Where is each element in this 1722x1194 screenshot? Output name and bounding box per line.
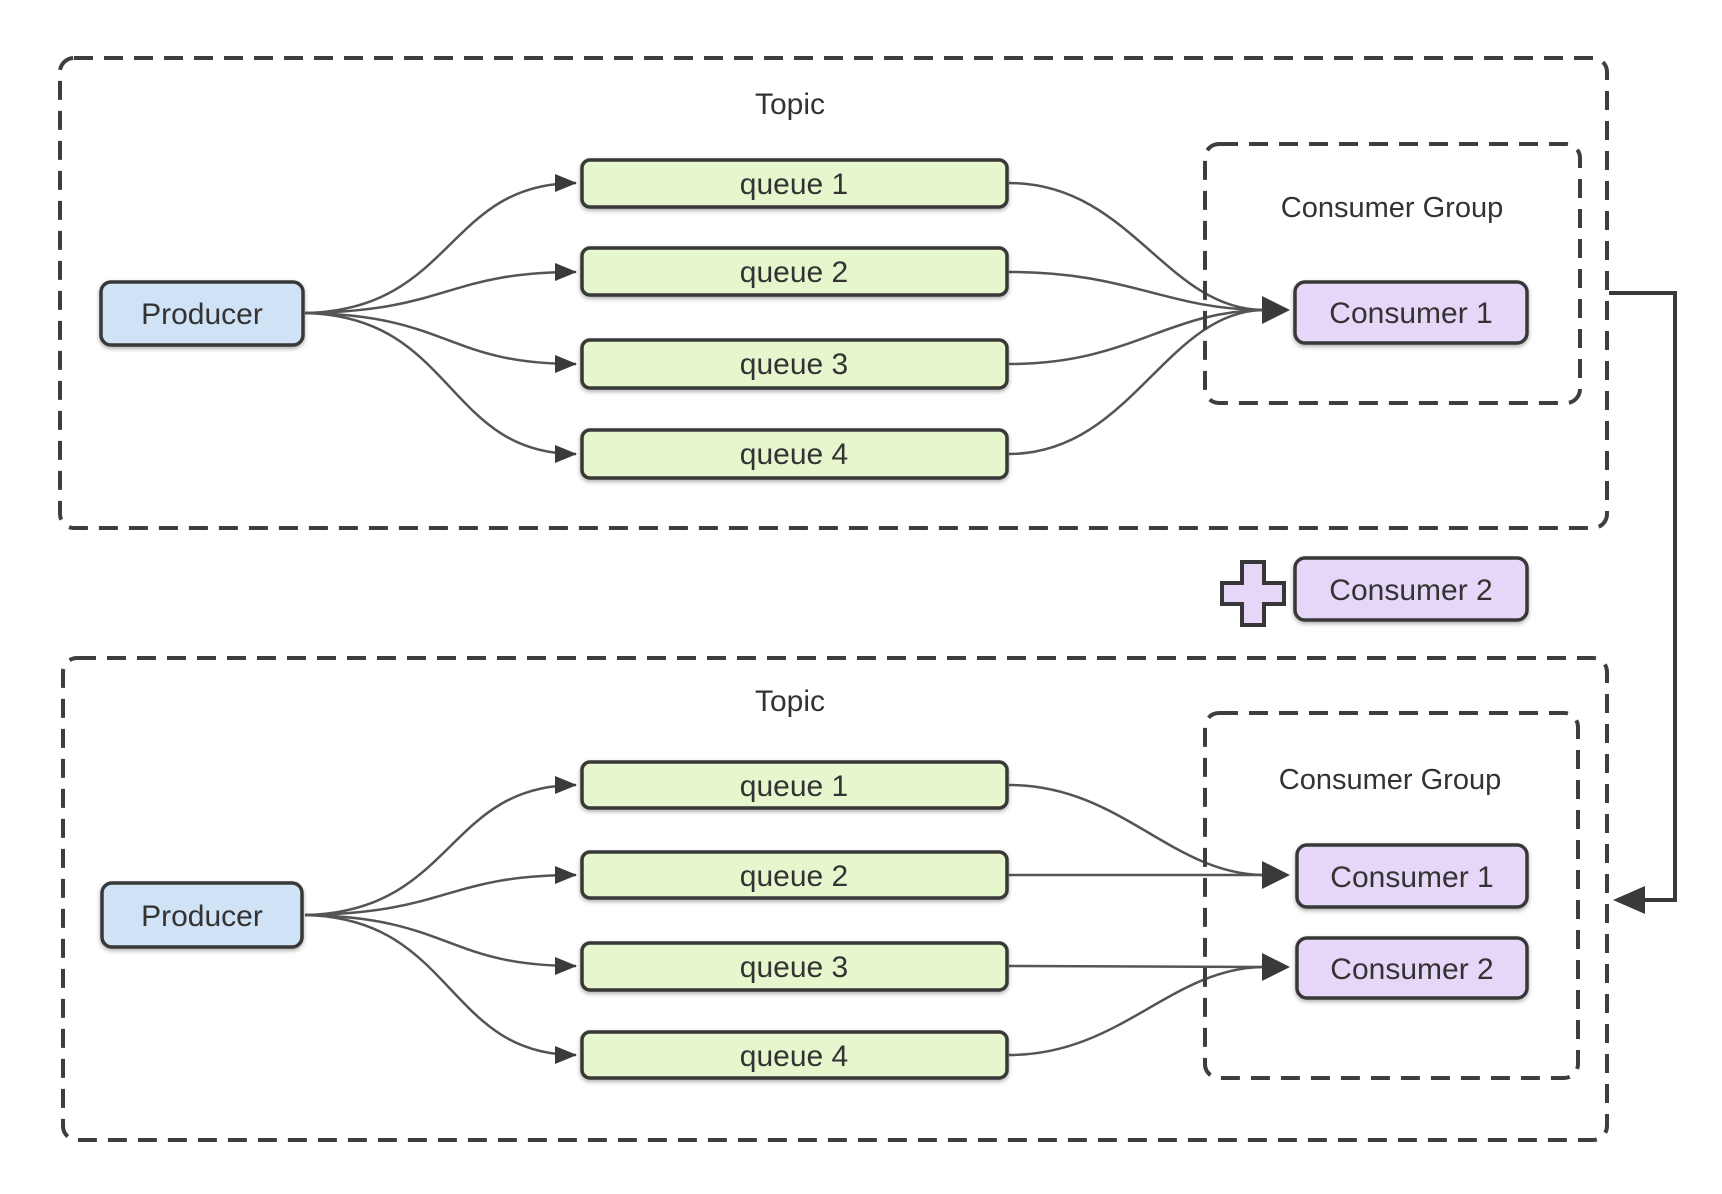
bottom-consumer-group-container (1203, 711, 1580, 1080)
bottom-consumer-1-box (1295, 843, 1529, 909)
top-queue-1-label: queue 1 (740, 168, 848, 201)
bottom-consumer-1-label: Consumer 1 (1330, 861, 1493, 894)
top-consumer-1-box (1293, 280, 1529, 345)
rebalance-arrowhead (1613, 886, 1645, 914)
top-producer-to-queue-arrows (304, 174, 577, 463)
top-queue-2-label: queue 2 (740, 256, 848, 289)
bottom-consumer-1-arrowhead (1262, 861, 1290, 889)
bottom-queue-2-box (580, 850, 1009, 900)
bottom-queue-4-box (580, 1030, 1009, 1080)
bottom-queue-2-label: queue 2 (740, 860, 848, 893)
top-consumer-1-label: Consumer 1 (1329, 297, 1492, 330)
top-producer-box (99, 280, 305, 347)
top-queue-3-label: queue 3 (740, 348, 848, 381)
top-producer-label: Producer (141, 298, 263, 331)
bottom-topic-title: Topic (755, 685, 825, 718)
top-consumer-group: Consumer Group Consumer 1 (1203, 142, 1582, 405)
top-consumer-arrowhead (1262, 296, 1290, 324)
added-consumer-box (1293, 556, 1529, 622)
top-queue-4-label: queue 4 (740, 438, 848, 471)
top-queue-to-consumer-arrows (1008, 181, 1290, 456)
bottom-queue-4-label: queue 4 (740, 1040, 848, 1073)
top-consumer-group-container (1203, 142, 1582, 405)
bottom-topic-container (61, 656, 1609, 1142)
top-queue-2-box (580, 246, 1009, 297)
bottom-consumer-2-arrowhead (1262, 953, 1290, 981)
added-consumer-label: Consumer 2 (1329, 574, 1492, 607)
bottom-queue-1-box (580, 760, 1009, 810)
top-topic-section: Topic Producer queue 1 queue 2 queue 3 (58, 56, 1609, 530)
bottom-producer-to-queue-arrows (304, 776, 577, 1064)
bottom-consumer-2-box (1295, 936, 1529, 1000)
top-topic-title: Topic (755, 88, 825, 121)
bottom-queue-1-label: queue 1 (740, 770, 848, 803)
bottom-consumer-group: Consumer Group Consumer 1 Consumer 2 (1203, 711, 1580, 1080)
bottom-queues: queue 1 queue 2 queue 3 queue 4 (580, 760, 1009, 1080)
rebalance-arrow (1609, 291, 1677, 914)
bottom-producer-label: Producer (141, 900, 263, 933)
bottom-consumer-group-title: Consumer Group (1279, 764, 1501, 796)
top-topic-container (58, 56, 1609, 530)
bottom-queue-3-label: queue 3 (740, 951, 848, 984)
bottom-topic-section: Topic Producer queue 1 queue 2 qu (61, 656, 1609, 1142)
top-queues: queue 1 queue 2 queue 3 queue 4 (580, 158, 1009, 480)
bottom-queue-to-consumer-arrows (1008, 783, 1290, 1057)
plus-icon (1220, 560, 1286, 627)
top-consumer-group-title: Consumer Group (1281, 192, 1503, 224)
bottom-consumer-2-label: Consumer 2 (1330, 953, 1493, 986)
top-queue-1-box (580, 158, 1009, 209)
bottom-producer-box (100, 881, 304, 949)
bottom-queue-3-box (580, 941, 1009, 992)
top-queue-4-box (580, 428, 1009, 480)
added-consumer: Consumer 2 (1220, 556, 1529, 627)
top-queue-3-box (580, 338, 1009, 390)
